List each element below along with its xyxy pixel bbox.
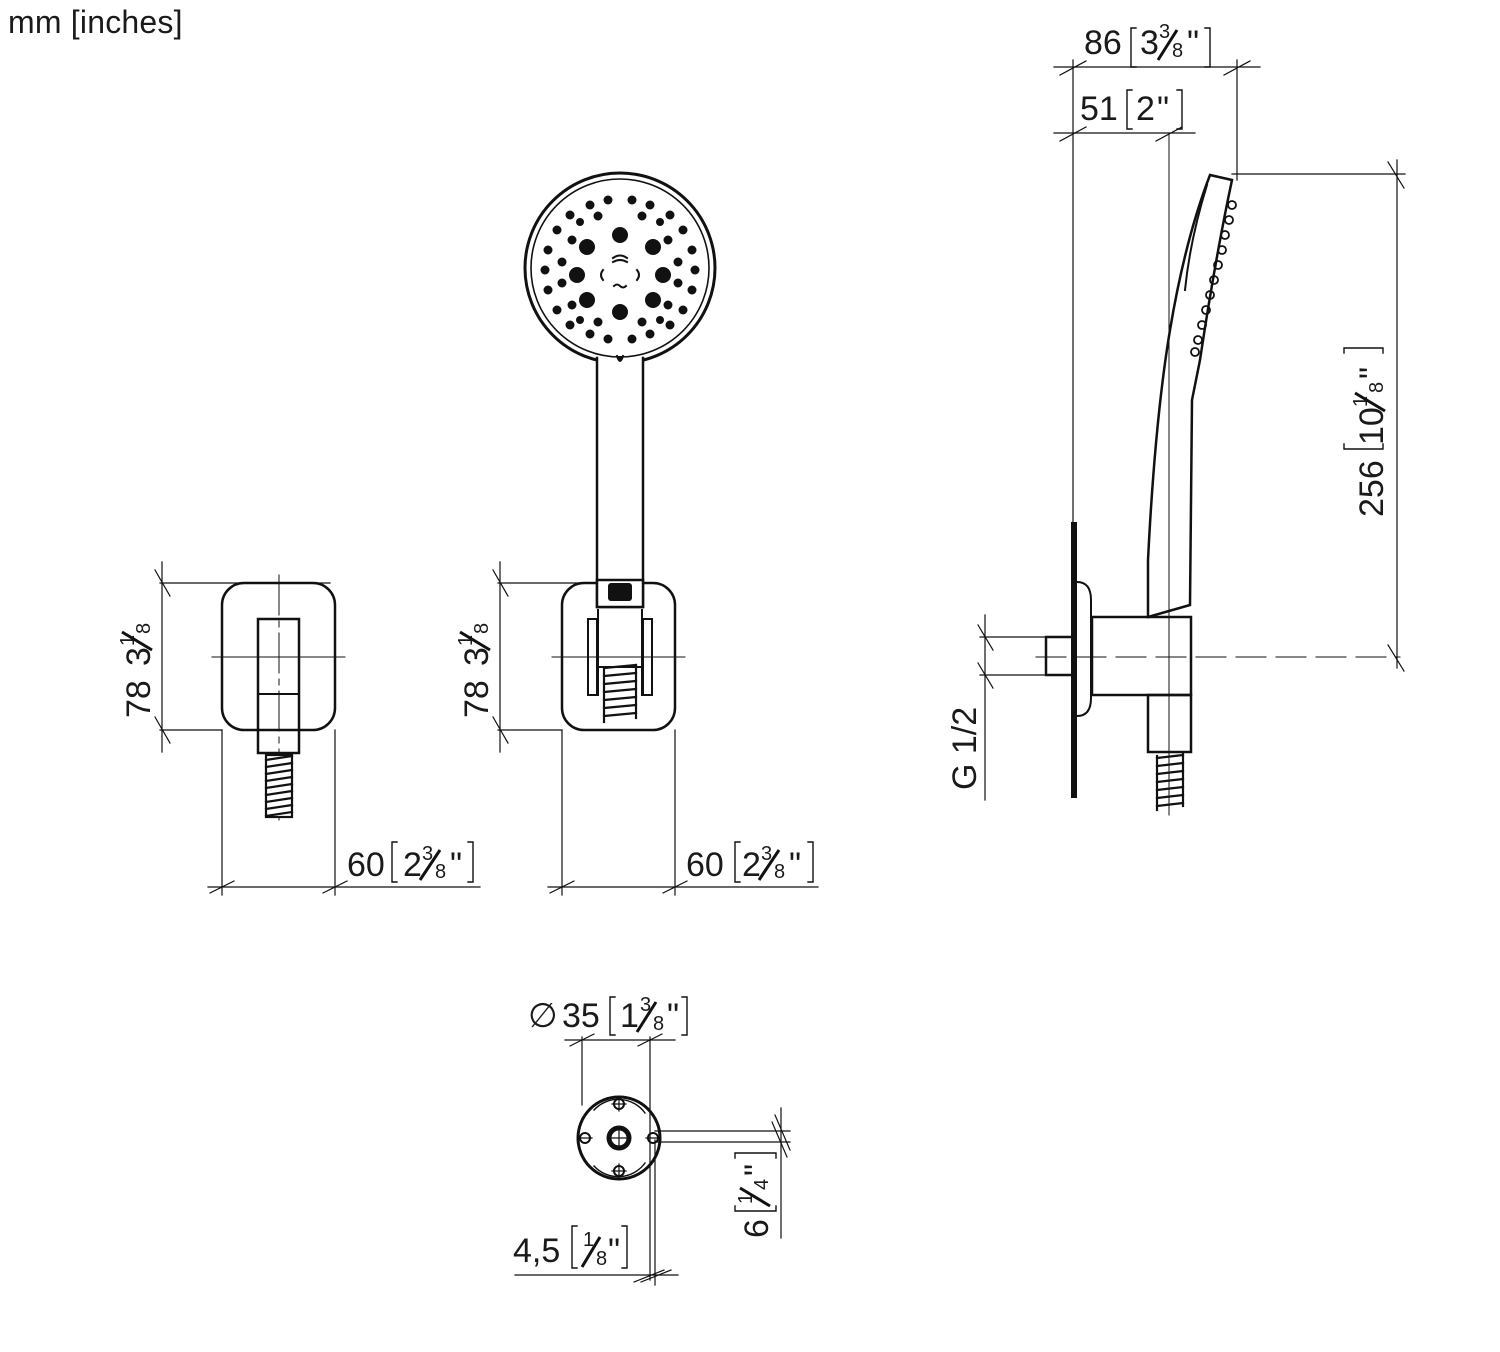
svg-text:1: 1 — [1350, 396, 1372, 407]
side-view — [977, 27, 1406, 816]
side-projection-outlet-label: 51 2 " — [1080, 90, 1169, 128]
side-projection-total-label: 86 3 3 8 " — [1084, 21, 1199, 62]
svg-text:86: 86 — [1084, 24, 1122, 62]
rosette-plan-view — [514, 996, 791, 1286]
holder-width-label: 60 2 3 8 " — [686, 843, 801, 884]
hose-icon — [264, 753, 294, 819]
svg-text:10: 10 — [1353, 407, 1391, 445]
rosette-diameter-label: ∅ 35 1 3 8 " — [528, 994, 679, 1035]
svg-text:6: 6 — [738, 1219, 776, 1238]
svg-text:8: 8 — [1366, 382, 1388, 393]
side-height-label: 256 10 1 8 " — [1350, 367, 1391, 517]
thread-size-label: G 1/2 — [946, 707, 984, 790]
svg-text:8: 8 — [653, 1013, 664, 1035]
svg-text:78: 78 — [458, 680, 496, 718]
nozzle-side-icon — [1190, 200, 1237, 357]
nozzle-pattern-icon — [540, 195, 700, 344]
handshower-front-view — [492, 171, 819, 896]
svg-text:8: 8 — [471, 623, 493, 634]
svg-text:60: 60 — [686, 846, 724, 884]
units-label: mm [inches] — [8, 4, 183, 40]
svg-text:2: 2 — [742, 846, 761, 884]
svg-text:8: 8 — [1172, 40, 1183, 62]
svg-text:3: 3 — [1140, 24, 1159, 62]
wall-outlet-width-label: 60 2 3 8 " — [347, 843, 462, 884]
svg-text:4: 4 — [751, 1179, 773, 1190]
rosette-offset-label: 6 1 4 " — [735, 1164, 776, 1238]
svg-text:3: 3 — [458, 647, 496, 666]
svg-text:3: 3 — [761, 843, 772, 865]
svg-text:": " — [450, 846, 462, 884]
holder-height-label: 78 3 1 8 — [455, 623, 496, 718]
svg-text:3: 3 — [1159, 21, 1170, 43]
wall-outlet-height-label: 78 3 1 8 — [117, 623, 158, 718]
svg-text:": " — [608, 1232, 620, 1270]
svg-text:G 1/2: G 1/2 — [946, 707, 984, 790]
svg-text:8: 8 — [774, 861, 785, 883]
svg-text:78: 78 — [120, 680, 158, 718]
svg-text:": " — [738, 1164, 776, 1176]
svg-text:": " — [1353, 367, 1391, 379]
svg-text:8: 8 — [596, 1248, 607, 1270]
svg-text:2: 2 — [403, 846, 422, 884]
svg-text:35: 35 — [562, 997, 600, 1035]
rosette-hole-label: 4,5 1 8 " — [513, 1229, 620, 1270]
svg-text:": " — [1187, 24, 1199, 62]
svg-text:1: 1 — [583, 1229, 594, 1251]
svg-text:1: 1 — [455, 635, 477, 646]
diameter-symbol-icon: ∅ — [528, 997, 558, 1035]
svg-text:1: 1 — [735, 1193, 757, 1204]
svg-text:1: 1 — [620, 997, 639, 1035]
wall-outlet-front-view — [154, 561, 481, 896]
svg-text:3: 3 — [640, 994, 651, 1016]
svg-text:2: 2 — [1136, 90, 1155, 128]
svg-text:8: 8 — [133, 623, 155, 634]
svg-text:60: 60 — [347, 846, 385, 884]
hose-icon — [602, 663, 638, 724]
svg-text:3: 3 — [120, 647, 158, 666]
svg-text:8: 8 — [435, 861, 446, 883]
svg-text:": " — [789, 846, 801, 884]
svg-text:": " — [1157, 90, 1169, 128]
svg-text:51: 51 — [1080, 90, 1118, 128]
hose-icon — [1155, 751, 1185, 812]
svg-text:4,5: 4,5 — [513, 1232, 560, 1270]
svg-text:1: 1 — [117, 635, 139, 646]
svg-text:256: 256 — [1353, 460, 1391, 517]
svg-text:": " — [667, 997, 679, 1035]
svg-text:3: 3 — [422, 843, 433, 865]
